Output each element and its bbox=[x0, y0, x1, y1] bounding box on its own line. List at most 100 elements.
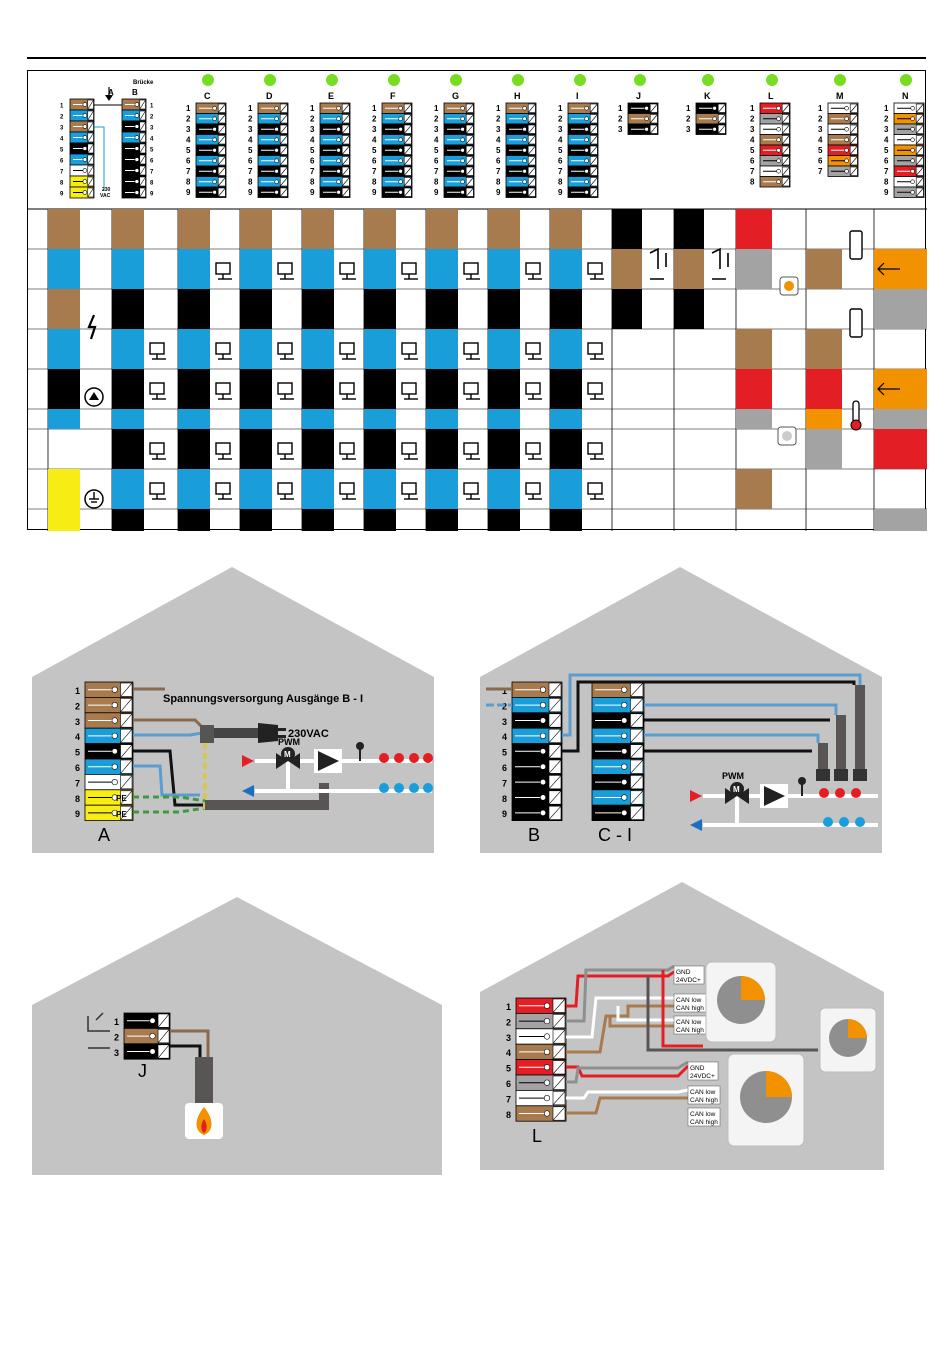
term-F-pin-8: 8 bbox=[372, 178, 377, 187]
sw-J-3 bbox=[612, 289, 642, 329]
term-F-screw-3 bbox=[398, 127, 403, 132]
bruecke-label: Brücke bbox=[133, 80, 154, 86]
sw-1-1 bbox=[178, 249, 210, 289]
term-C-clamp-mark-3 bbox=[217, 124, 226, 134]
sw-n-4 bbox=[874, 429, 927, 469]
term-D-screw-8 bbox=[274, 179, 279, 184]
term-M-clamp-mark-3 bbox=[849, 124, 858, 134]
term-E-screw-8 bbox=[336, 179, 341, 184]
pa-clamp-mark-3 bbox=[120, 713, 133, 728]
term-J-clamp-mark-2 bbox=[649, 114, 658, 124]
sw-5-8 bbox=[426, 509, 458, 531]
pc-screw-2 bbox=[621, 702, 628, 709]
term-I-clamp-mark-5 bbox=[589, 145, 598, 155]
sw-5-5 bbox=[426, 409, 458, 429]
pa-screw-1 bbox=[111, 686, 118, 693]
pa-pin-8: 8 bbox=[75, 794, 80, 804]
sw-7-7 bbox=[550, 469, 582, 509]
pa-clamp-mark-8 bbox=[120, 790, 133, 805]
term-L-pin-8: 8 bbox=[750, 178, 755, 187]
sw-3-0 bbox=[302, 209, 334, 249]
pb-screw-6 bbox=[539, 763, 547, 770]
term-E-clamp-mark-4 bbox=[341, 135, 350, 145]
term-b-pin-2: 2 bbox=[150, 115, 154, 121]
pl-pin-2: 2 bbox=[506, 1017, 511, 1027]
term-a-clamp-mark-2 bbox=[87, 110, 94, 121]
actuator-icon-3-0 bbox=[339, 262, 355, 275]
status-led-K bbox=[702, 74, 714, 86]
actuator-icon-7-3 bbox=[587, 442, 603, 455]
term-E-screw-9 bbox=[336, 190, 341, 195]
term-G-clamp-mark-2 bbox=[465, 114, 474, 124]
term-N-pin-4: 4 bbox=[884, 136, 889, 145]
pj-clamp-mark-2 bbox=[157, 1029, 170, 1043]
term-C-pin-1: 1 bbox=[186, 104, 191, 113]
sw-J-1 bbox=[612, 209, 642, 249]
term-H-screw-8 bbox=[522, 179, 527, 184]
term-E-clamp-mark-6 bbox=[341, 156, 350, 166]
term-L-clamp-mark-8 bbox=[781, 177, 790, 187]
term-C-pin-6: 6 bbox=[186, 157, 191, 166]
term-I-pin-6: 6 bbox=[558, 157, 563, 166]
term-L-screw-2 bbox=[776, 116, 781, 121]
term-I-clamp-mark-3 bbox=[589, 124, 598, 134]
status-led-F bbox=[388, 74, 400, 86]
term-C-screw-3 bbox=[212, 127, 217, 132]
term-L-pin-4: 4 bbox=[750, 136, 755, 145]
term-H-pin-9: 9 bbox=[496, 188, 501, 197]
term-J-pin-3: 3 bbox=[618, 125, 623, 134]
term-E-pin-3: 3 bbox=[310, 125, 315, 134]
pa-clamp-mark-9 bbox=[120, 806, 133, 820]
term-L-clamp-mark-3 bbox=[781, 124, 790, 134]
panel-ci-terminal bbox=[591, 681, 645, 821]
term-C-screw-7 bbox=[212, 169, 217, 174]
term-E-clamp-mark-1 bbox=[341, 103, 350, 113]
term-E-pin-9: 9 bbox=[310, 188, 315, 197]
term-C-pin-2: 2 bbox=[186, 115, 191, 124]
pl-clamp-mark-7 bbox=[552, 1091, 566, 1106]
term-G-screw-9 bbox=[460, 190, 465, 195]
term-D-screw-4 bbox=[274, 137, 279, 142]
sw-6-8 bbox=[488, 509, 520, 531]
pl-screw-7 bbox=[543, 1095, 551, 1102]
term-b-screw-1 bbox=[134, 102, 140, 107]
pj-pin-1: 1 bbox=[114, 1017, 119, 1027]
pb-sensor-icon bbox=[798, 777, 806, 785]
pb-screw-4 bbox=[539, 732, 547, 739]
sw-5-6 bbox=[426, 429, 458, 469]
term-D-screw-2 bbox=[274, 116, 279, 121]
pl-clamp-mark-1 bbox=[552, 998, 566, 1013]
sw-7-3 bbox=[550, 329, 582, 369]
pa-pin-5: 5 bbox=[75, 748, 80, 758]
term-F-pin-6: 6 bbox=[372, 157, 377, 166]
term-J-pin-2: 2 bbox=[618, 115, 623, 124]
status-led-N bbox=[900, 74, 912, 86]
term-M-pin-3: 3 bbox=[818, 125, 823, 134]
panel-j-house bbox=[32, 897, 442, 1175]
term-M-screw-1 bbox=[844, 106, 849, 111]
pl-clamp-mark-8 bbox=[552, 1106, 566, 1121]
term-a-clamp-mark-6 bbox=[87, 154, 94, 165]
term-M-pin-2: 2 bbox=[818, 115, 823, 124]
term-F-screw-4 bbox=[398, 137, 403, 142]
term-J-screw-3 bbox=[644, 127, 649, 132]
svg-text:CAN low: CAN low bbox=[676, 1019, 702, 1026]
pc-clamp-mark-3 bbox=[630, 713, 644, 728]
term-L-screw-4 bbox=[776, 137, 781, 142]
sw-6-7 bbox=[488, 469, 520, 509]
term-J-clamp-mark-3 bbox=[649, 124, 658, 134]
room-unit-dial-2 bbox=[782, 431, 792, 441]
term-I-screw-8 bbox=[584, 179, 589, 184]
pa-screw-8 bbox=[111, 794, 118, 801]
term-G-screw-8 bbox=[460, 179, 465, 184]
term-M-pin-1: 1 bbox=[818, 104, 823, 113]
term-L-screw-8 bbox=[776, 179, 781, 184]
sw-n-3 bbox=[874, 409, 927, 429]
term-I-screw-9 bbox=[584, 190, 589, 195]
pc-clamp-mark-9 bbox=[630, 805, 644, 820]
sw-1-0 bbox=[178, 209, 210, 249]
sw-2-0 bbox=[240, 209, 272, 249]
actuator-icon-5-2 bbox=[463, 382, 479, 395]
pa-pin-9: 9 bbox=[75, 809, 80, 819]
